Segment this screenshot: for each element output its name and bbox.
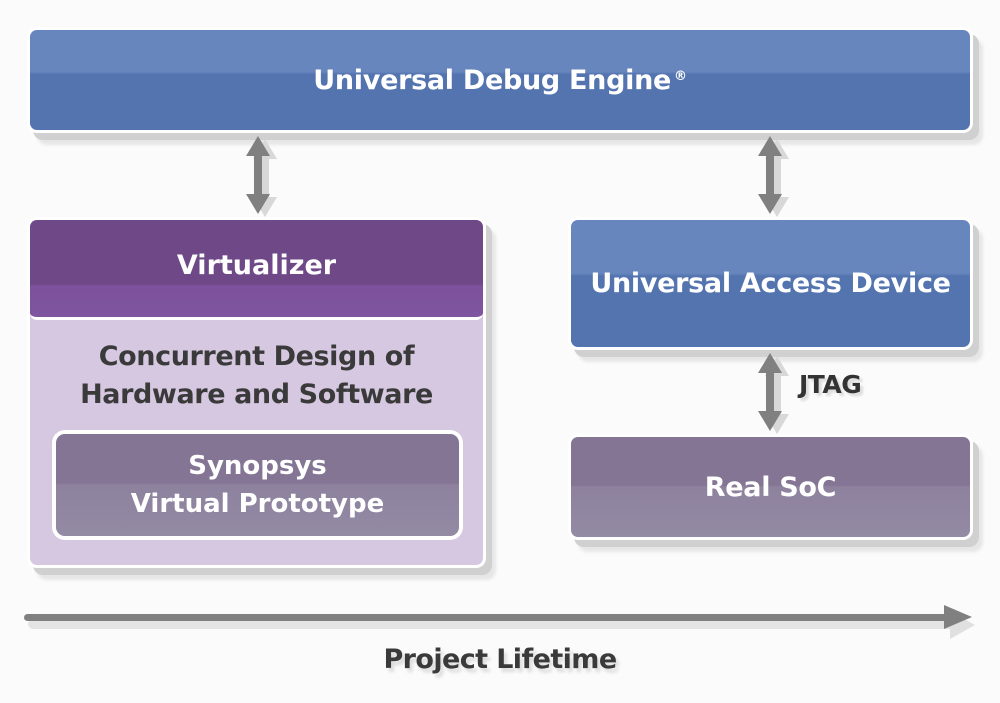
- virtualizer-header: Virtualizer: [30, 220, 483, 320]
- timeline-arrow-icon: [24, 605, 975, 639]
- real-soc-box: Real SoC: [571, 437, 970, 537]
- virtualizer-panel: Virtualizer Concurrent Design of Hardwar…: [30, 220, 483, 565]
- concurrent-design-line-1: Concurrent Design of: [98, 341, 415, 372]
- bidirectional-arrow-icon: [758, 136, 789, 217]
- universal-access-device-box: Universal Access Device: [571, 220, 970, 347]
- universal-debug-engine-label: Universal Debug Engine: [313, 64, 672, 96]
- real-soc-label: Real SoC: [704, 471, 837, 503]
- synopsys-virtual-prototype-box: Synopsys Virtual Prototype: [56, 434, 459, 536]
- registered-mark: ®: [674, 68, 687, 84]
- universal-debug-engine-box: Universal Debug Engine®: [30, 30, 970, 130]
- bidirectional-arrow-icon: [246, 136, 277, 217]
- project-lifetime-label: Project Lifetime: [383, 644, 617, 675]
- svp-line-1: Synopsys: [188, 451, 327, 481]
- jtag-bidirectional-arrow-icon: [758, 353, 789, 434]
- universal-access-device-label: Universal Access Device: [590, 268, 951, 299]
- concurrent-design-text: Concurrent Design of Hardware and Softwa…: [30, 338, 483, 414]
- jtag-label: JTAG: [799, 370, 862, 399]
- concurrent-design-line-2: Hardware and Software: [80, 379, 433, 410]
- svp-line-2: Virtual Prototype: [130, 489, 385, 519]
